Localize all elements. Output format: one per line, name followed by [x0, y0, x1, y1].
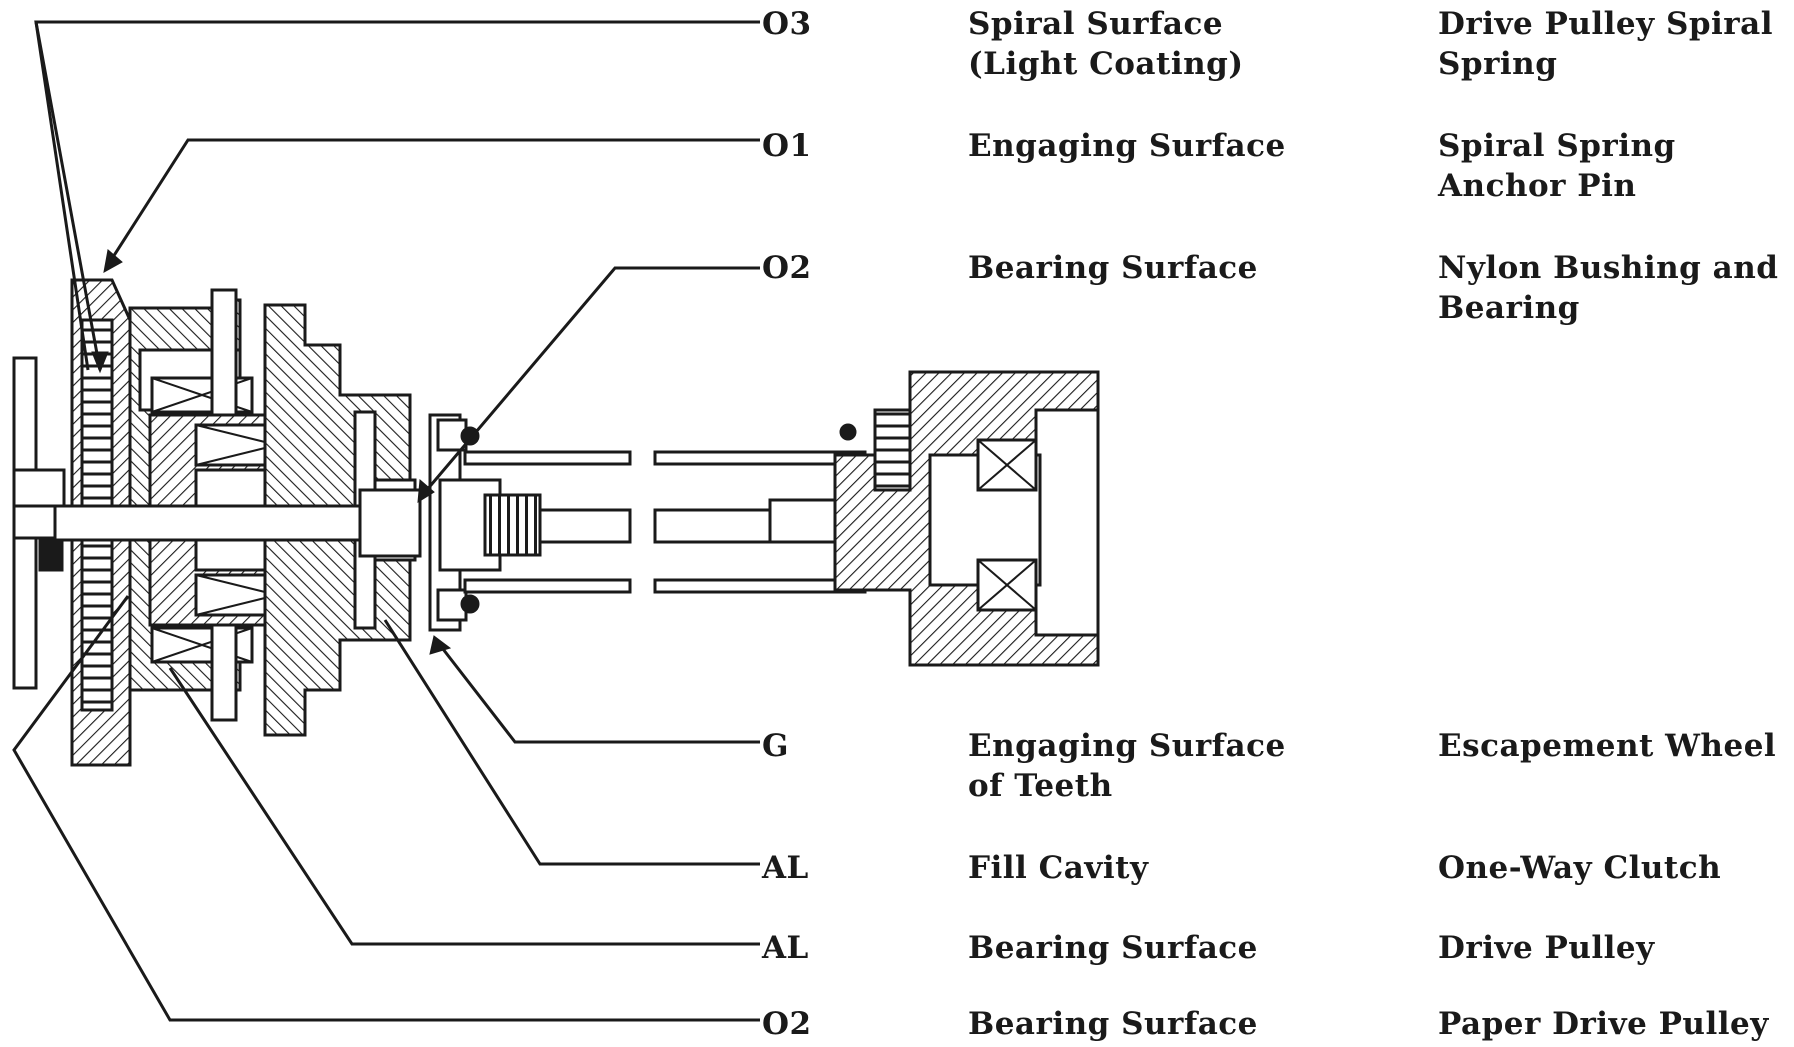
end-cap-bore [1034, 408, 1100, 637]
component-one-way-clutch: One-Way Clutch [1438, 850, 1722, 886]
callout-code-al-clutch: AL [762, 850, 809, 886]
tube-left-top [463, 450, 632, 466]
surface-engaging: Engaging Surface [968, 128, 1286, 164]
end-bearing-upper [976, 438, 1038, 492]
surface-spiral: Spiral Surface (Light Coating) [968, 6, 1244, 82]
tube-left-core [538, 508, 632, 544]
leader-al-clutch [383, 619, 760, 866]
component-nylon-bushing: Nylon Bushing and Bearing [1438, 250, 1779, 326]
callout-code-al-pulley: AL [762, 930, 809, 966]
surface-teeth: Engaging Surface of Teeth [968, 728, 1286, 804]
main-shaft [53, 504, 402, 542]
component-drive-pulley: Drive Pulley [1438, 930, 1655, 966]
knob-set-screw [38, 538, 64, 572]
component-paper-drive-pulley: Paper Drive Pulley [1438, 1006, 1769, 1042]
knob-hub-upper [12, 468, 66, 508]
arrowhead-o1 [103, 249, 123, 273]
escapement-rivet-bottom [460, 594, 480, 614]
shaft-collar [358, 488, 422, 558]
leader-g [434, 639, 760, 744]
tube-left-bottom [463, 578, 632, 594]
leader-al-pulley [168, 667, 760, 946]
component-anchor-pin: Spiral Spring Anchor Pin [1438, 128, 1676, 204]
end-cap-rivet [839, 423, 857, 441]
callout-code-g: G [762, 728, 789, 764]
surface-bearing-bushing: Bearing Surface [968, 250, 1258, 286]
surface-bearing-paper: Bearing Surface [968, 1006, 1258, 1042]
arrowhead-o2-bushing [417, 478, 435, 503]
surface-fill-cavity: Fill Cavity [968, 850, 1149, 886]
leader-o3-spring [34, 20, 760, 371]
escapement-teeth [483, 493, 542, 557]
arrowhead-g [429, 635, 452, 655]
surface-bearing-pulley: Bearing Surface [968, 930, 1258, 966]
callout-code-o2-paper: O2 [762, 1006, 812, 1042]
callout-code-o1: O1 [762, 128, 812, 164]
end-bearing-lower [976, 558, 1038, 612]
arrowhead-o3 [91, 351, 109, 374]
component-spiral-spring: Drive Pulley Spiral Spring [1438, 6, 1773, 82]
callout-code-o3: O3 [762, 6, 812, 42]
tube-right-core [653, 508, 777, 544]
leader-o2-paper [12, 595, 760, 1022]
leader-o1 [104, 138, 760, 269]
component-escapement-wheel: Escapement Wheel [1438, 728, 1777, 764]
end-cap-gear [873, 408, 912, 492]
callout-code-o2-bushing: O2 [762, 250, 812, 286]
leader-o2-bushing [418, 266, 760, 499]
